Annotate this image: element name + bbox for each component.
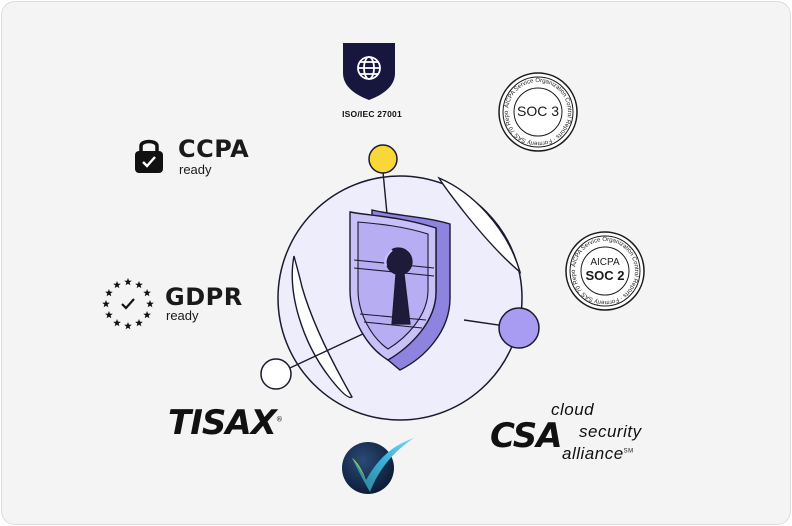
svg-text:SOC 2: SOC 2: [585, 268, 624, 283]
star-icon: [105, 289, 113, 297]
white-node: [260, 358, 292, 390]
csa-logo: CSA: [490, 416, 563, 456]
eu-stars-icon: [102, 278, 154, 330]
yellow-node: [368, 144, 398, 174]
globe-icon: [357, 56, 381, 80]
star-icon: [146, 300, 154, 308]
csa-word-security: security: [579, 422, 642, 441]
gdpr-title: GDPR: [165, 283, 243, 311]
highlight-arc-left: [291, 255, 353, 399]
star-icon: [143, 289, 151, 297]
csa-word-alliance: allianceSM: [562, 444, 634, 463]
shield-keyhole-icon: [349, 209, 451, 371]
csa-word-cloud: cloud: [551, 400, 595, 419]
star-icon: [135, 319, 143, 327]
star-icon: [102, 300, 110, 308]
star-icon: [105, 311, 113, 319]
gdpr-subtitle: ready: [166, 308, 199, 323]
star-icon: [143, 311, 151, 319]
svg-text:AICPA: AICPA: [590, 257, 620, 268]
verified-check-badge: [342, 438, 414, 494]
star-icon: [113, 319, 121, 327]
ccpa-title: CCPA: [178, 135, 250, 163]
star-icon: [124, 322, 132, 330]
star-icon: [135, 280, 143, 289]
lock-icon: [135, 139, 163, 173]
star-icon: [124, 278, 132, 286]
highlight-arc-top: [437, 176, 522, 275]
soc2-seal: AICPA Service Organization Control Repor…: [564, 230, 645, 311]
iso-label: ISO/IEC 27001: [342, 109, 402, 119]
ccpa-subtitle: ready: [179, 162, 212, 177]
soc3-seal: AICPA Service Organization Control Repor…: [497, 71, 578, 152]
purple-node: [498, 307, 540, 349]
soc3-name: SOC 3: [517, 103, 559, 119]
star-icon: [113, 280, 121, 289]
tisax-logo: TISAX®: [168, 403, 283, 443]
iso-shield-badge: [343, 43, 395, 100]
